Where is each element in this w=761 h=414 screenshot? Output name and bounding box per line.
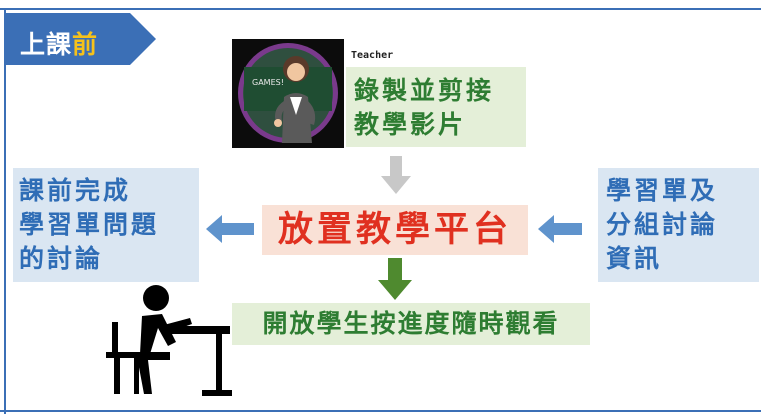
- frame-top-border: [0, 8, 761, 10]
- right-box-line: 資訊: [606, 244, 663, 273]
- pre-class-discussion-box: 課前完成 學習單問題 的討論: [13, 168, 199, 282]
- left-box-line: 學習單問題: [19, 210, 160, 239]
- record-video-box: 錄製並剪接 教學影片: [346, 67, 526, 147]
- record-box-line: 教學影片: [354, 110, 467, 139]
- gray-down-arrow-icon: [381, 156, 411, 194]
- banner-highlight: 前: [72, 30, 99, 59]
- student-at-desk-icon: [106, 285, 232, 396]
- green-down-arrow-icon: [378, 258, 412, 300]
- right-box-line: 學習單及: [606, 176, 719, 205]
- worksheet-info-box: 學習單及 分組討論 資訊: [598, 168, 759, 282]
- teacher-illustration: GAMES!: [232, 39, 344, 148]
- teacher-icon: GAMES!: [238, 43, 338, 143]
- right-box-line: 分組討論: [606, 210, 719, 239]
- record-box-line: 錄製並剪接: [354, 76, 495, 105]
- teacher-label: Teacher: [351, 50, 394, 61]
- title-banner: 上課前: [6, 13, 156, 65]
- blue-left-arrow-icon: [538, 215, 582, 243]
- student-viewing-box: 開放學生按進度隨時觀看: [232, 303, 590, 345]
- left-box-line: 課前完成: [19, 176, 132, 205]
- banner-shape: [6, 13, 156, 65]
- board-text: GAMES!: [252, 78, 284, 87]
- frame-bottom-border: [0, 410, 761, 412]
- teaching-platform-box: 放置教學平台: [262, 205, 528, 255]
- banner-title: 上課前: [20, 25, 98, 61]
- frame-left-border: [4, 8, 6, 414]
- blue-left-arrow-icon: [206, 215, 254, 243]
- left-box-line: 的討論: [19, 244, 104, 273]
- banner-prefix: 上課: [20, 30, 73, 59]
